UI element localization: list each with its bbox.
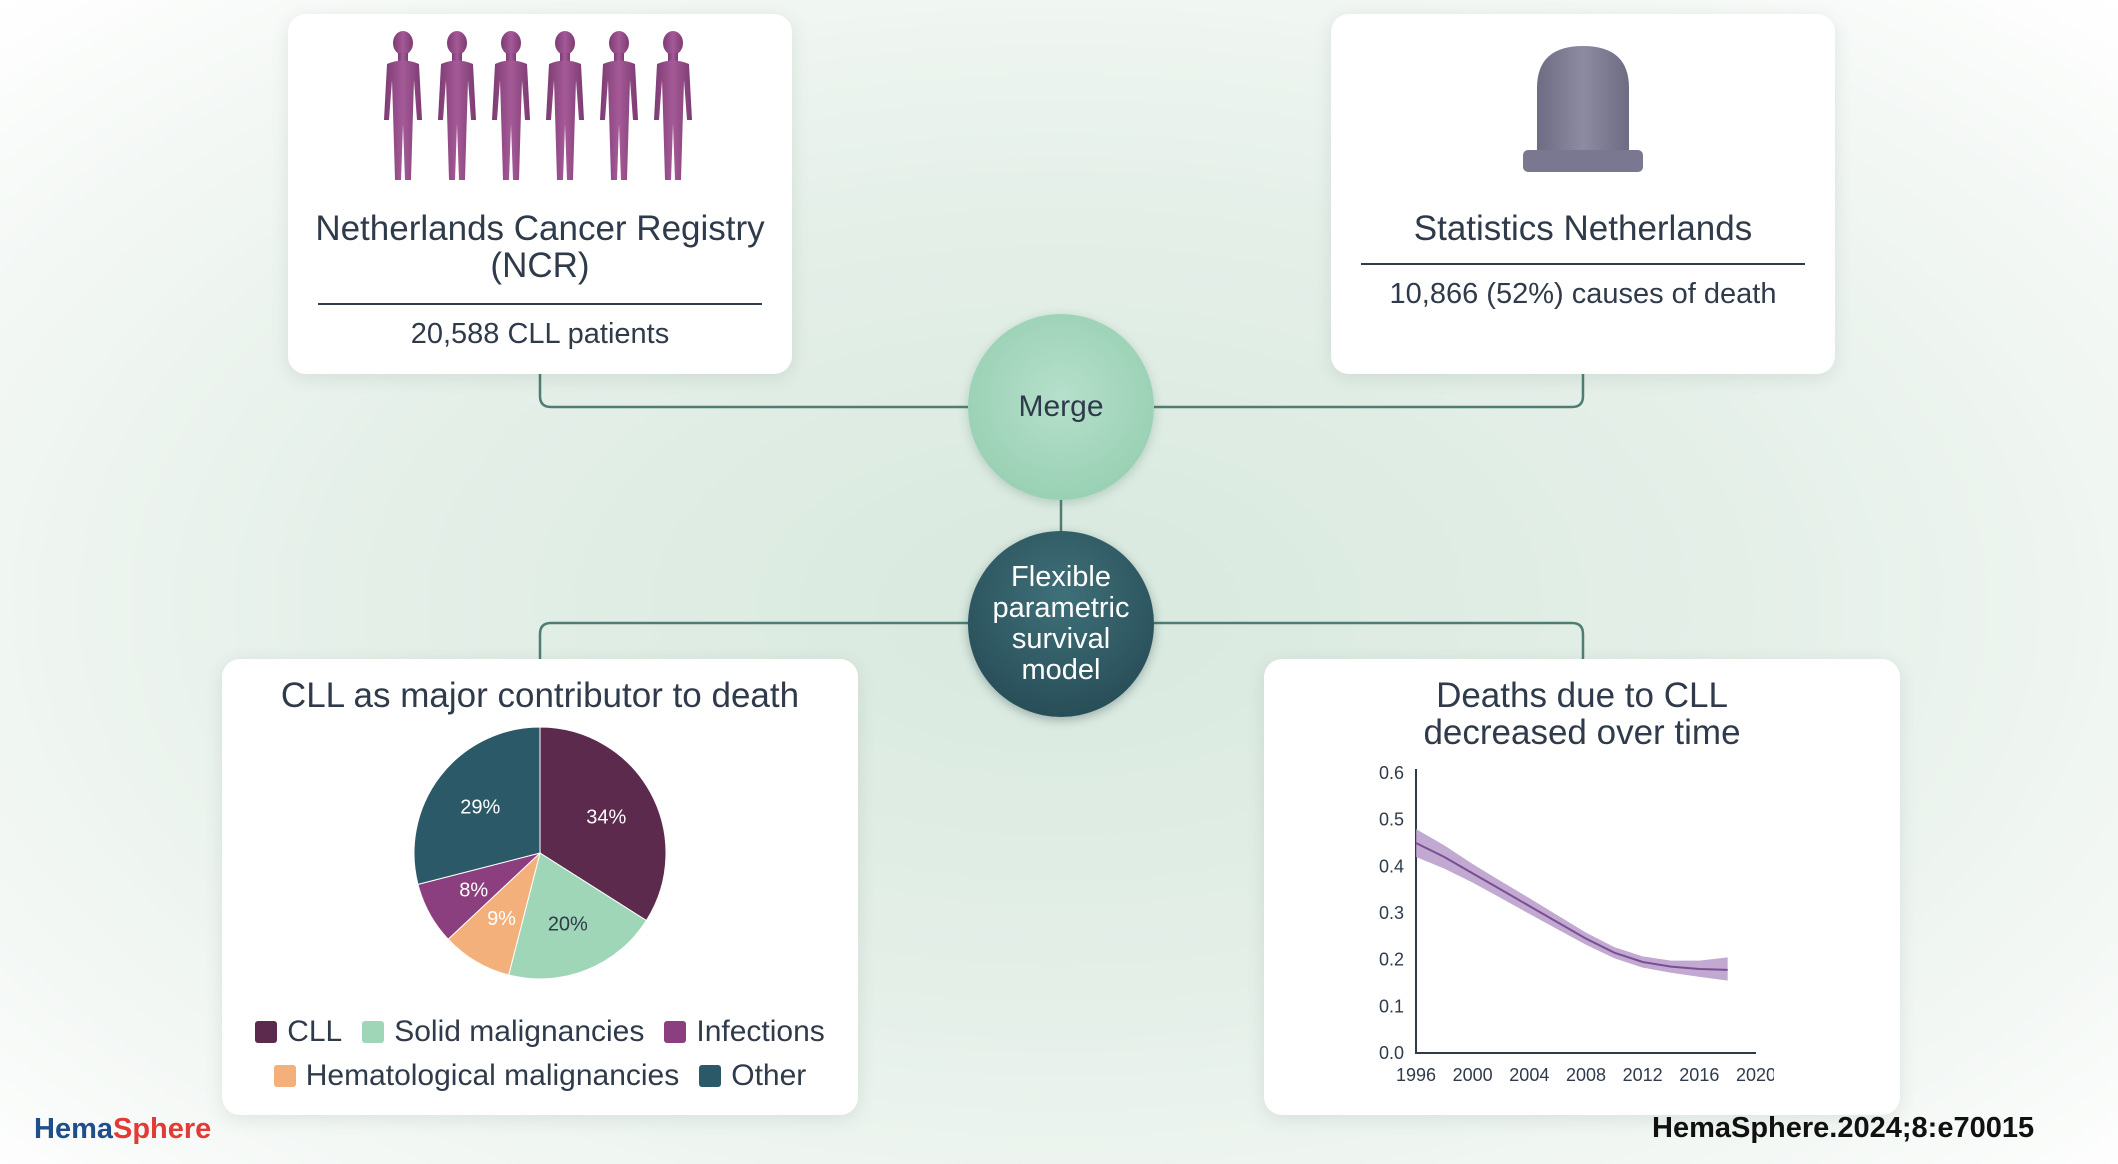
legend-row-1: CLL Solid malignancies Infections <box>222 1015 858 1049</box>
ncr-card: Netherlands Cancer Registry (NCR) 20,588… <box>288 14 792 374</box>
y-tick-label: 0.4 <box>1379 856 1404 876</box>
pie-slice-other <box>413 726 541 885</box>
pie-label-other: 29% <box>460 797 500 819</box>
y-tick-label: 0.2 <box>1379 950 1404 970</box>
legend-item-cll: CLL <box>255 1015 342 1049</box>
legend-item-solid: Solid malignancies <box>362 1015 644 1049</box>
model-node: Flexible parametric survival model <box>968 531 1154 717</box>
brand-logo-part1: Hema <box>34 1113 113 1145</box>
cbs-card: Statistics Netherlands 10,866 (52%) caus… <box>1331 14 1835 374</box>
cbs-divider <box>1361 263 1805 265</box>
ncr-divider <box>318 303 762 305</box>
legend-swatch-cll <box>255 1021 278 1043</box>
brand-logo: HemaSphere <box>34 1113 211 1146</box>
model-label: Flexible parametric survival model <box>992 561 1130 686</box>
pie-label-hematological-malignancies: 9% <box>487 908 516 930</box>
legend-label-other: Other <box>731 1059 807 1092</box>
legend-swatch-other <box>699 1065 722 1087</box>
x-tick-label: 2012 <box>1623 1065 1663 1085</box>
line-title: Deaths due to CLL decreased over time <box>1423 676 1741 752</box>
legend-label-infections: Infections <box>696 1015 825 1048</box>
line-chart: 0.0 0.1 0.2 0.3 0.4 0.5 0.6 1996 2000 2004 2008 201… <box>1379 763 1774 1085</box>
x-tick-label: 2004 <box>1509 1065 1549 1085</box>
legend-label-hematological: Hematological malignancies <box>305 1059 680 1092</box>
legend-label-cll: CLL <box>287 1015 343 1048</box>
pie-label-solid-malignancies: 20% <box>548 913 588 935</box>
x-tick-label: 2000 <box>1453 1065 1493 1085</box>
x-tick-label: 1996 <box>1396 1065 1436 1085</box>
pie-slice-solid-malignancies <box>508 852 648 980</box>
ncr-subtitle: 20,588 CLL patients <box>410 318 670 350</box>
chart-axes <box>1415 769 1756 1054</box>
legend-item-hematological: Hematological malignancies <box>273 1059 680 1093</box>
legend-swatch-hematological <box>273 1065 296 1087</box>
legend-item-infections: Infections <box>664 1015 825 1049</box>
pie-label-cll: 34% <box>586 807 626 829</box>
line-card: Deaths due to CLL decreased over time 0.… <box>1264 659 1900 1115</box>
pie-card: CLL as major contributor to death 34% 20%… <box>222 659 858 1115</box>
series-line <box>1415 842 1728 971</box>
x-tick-label: 2020 <box>1736 1065 1774 1085</box>
legend-row-2: Hematological malignancies Other <box>222 1059 858 1093</box>
ncr-title: Netherlands Cancer Registry (NCR) <box>315 209 765 285</box>
confidence-band <box>1416 829 1728 981</box>
tombstone-icon <box>1523 46 1643 172</box>
merge-node: Merge <box>968 314 1154 500</box>
pie-title: CLL as major contributor to death <box>280 676 800 715</box>
pie-chart: 34% 20% 9% 8% 29% <box>413 726 667 980</box>
y-tick-label: 0.1 <box>1379 996 1404 1016</box>
pie-label-infections: 8% <box>459 879 488 901</box>
citation: HemaSphere.2024;8:e70015 <box>1652 1112 2035 1144</box>
legend-swatch-solid <box>362 1021 385 1043</box>
x-tick-label: 2016 <box>1679 1065 1719 1085</box>
y-tick-label: 0.6 <box>1379 763 1404 783</box>
y-tick-label: 0.3 <box>1379 903 1404 923</box>
y-tick-label: 0.5 <box>1379 810 1404 830</box>
cbs-title: Statistics Netherlands <box>1413 209 1753 248</box>
y-tick-label: 0.0 <box>1379 1043 1404 1063</box>
merge-label: Merge <box>1018 390 1104 423</box>
pie-slice-cll <box>539 726 667 922</box>
legend-swatch-infections <box>664 1021 687 1043</box>
people-icon <box>384 31 692 180</box>
x-tick-label: 2008 <box>1566 1065 1606 1085</box>
cbs-subtitle: 10,866 (52%) causes of death <box>1389 278 1777 310</box>
legend-item-other: Other <box>699 1059 806 1093</box>
brand-logo-part2: Sphere <box>113 1113 212 1145</box>
legend-label-solid: Solid malignancies <box>394 1015 645 1048</box>
